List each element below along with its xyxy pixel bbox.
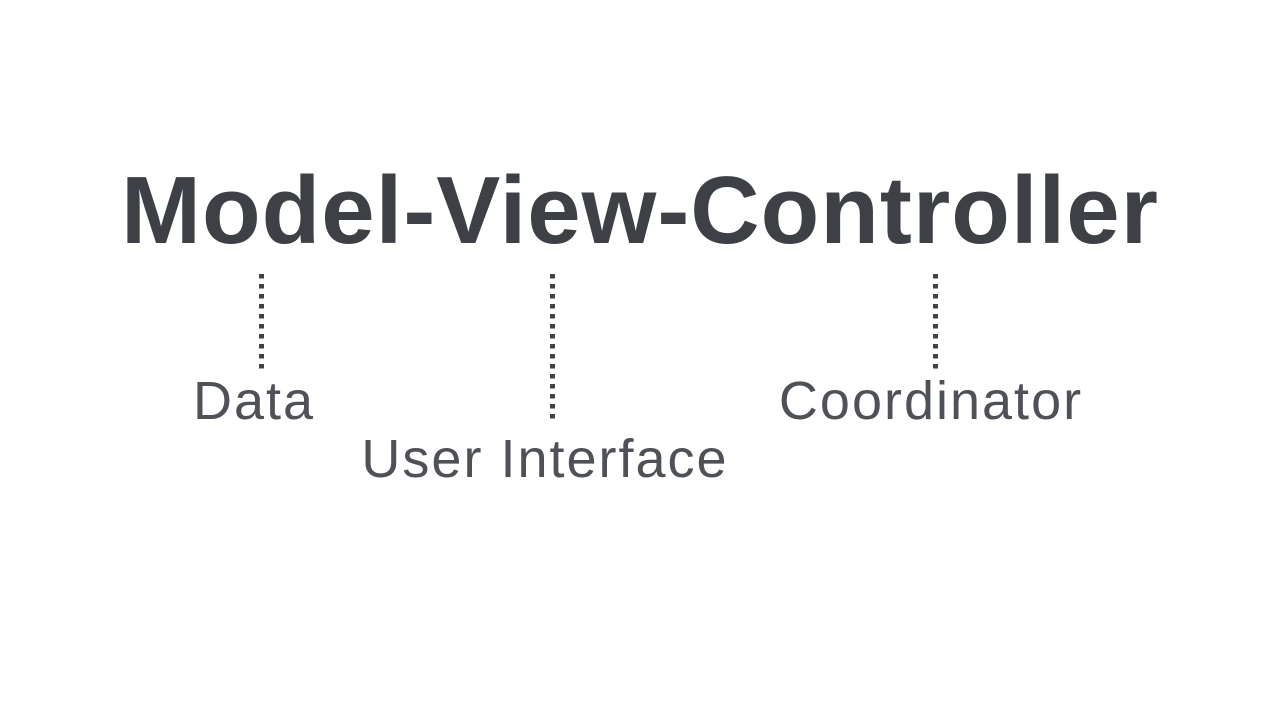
dotted-connector-view-icon	[550, 274, 555, 420]
page-title: Model-View-Controller	[121, 157, 1159, 264]
annotation-model-label: Data	[192, 371, 316, 431]
annotation-view-label: User Interface	[361, 429, 729, 489]
dotted-connector-controller-icon	[933, 274, 938, 369]
annotation-controller-label: Coordinator	[778, 371, 1084, 431]
dotted-connector-model-icon	[259, 274, 264, 369]
